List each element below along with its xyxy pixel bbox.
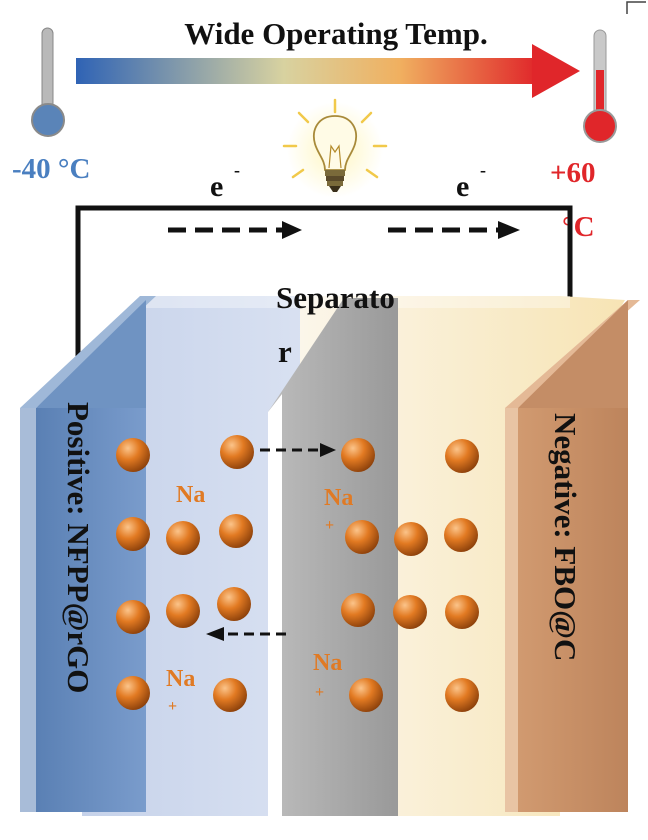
electron-flow-arrow-left — [168, 221, 302, 239]
sodium-ion-label-1: Na — [176, 482, 205, 508]
sodium-ion — [116, 438, 150, 472]
sodium-ion-label-4: Na — [313, 650, 342, 676]
electron-charge-left: - — [234, 160, 240, 180]
separator-label-line1: Separato — [276, 280, 395, 315]
sodium-ion-label-2: Na — [324, 485, 353, 511]
sodium-ion — [394, 522, 428, 556]
thermometer-cold-icon — [31, 27, 65, 137]
sodium-ion — [213, 678, 247, 712]
temperature-arrow — [76, 44, 580, 98]
sodium-ion — [217, 587, 251, 621]
sodium-ion — [116, 676, 150, 710]
negative-electrode-plate — [505, 300, 640, 812]
external-circuit-wire — [75, 205, 573, 358]
sodium-ion-charge-3: + — [168, 698, 177, 715]
sodium-ion-group — [116, 435, 479, 712]
sodium-ion — [345, 520, 379, 554]
ion-flow-arrow-left — [206, 627, 286, 641]
sodium-ion — [220, 435, 254, 469]
negative-electrode-label: Negative: FBO@C — [548, 413, 583, 661]
sodium-ion-charge-4: + — [315, 684, 324, 701]
sodium-ion — [444, 518, 478, 552]
temp-high-label-line2: °C — [562, 211, 595, 243]
sodium-ion — [166, 594, 200, 628]
sodium-ion-charge-2: + — [325, 517, 334, 534]
sodium-ion-label-3: Na — [166, 666, 195, 692]
light-bulb-icon — [282, 98, 388, 198]
electron-flow-arrow-right — [388, 221, 520, 239]
sodium-ion — [445, 439, 479, 473]
separator-label-line2: r — [278, 334, 292, 369]
sodium-ion — [166, 521, 200, 555]
ion-flow-arrow-right — [260, 443, 336, 457]
sodium-ion — [116, 517, 150, 551]
temp-low-label: -40 °C — [12, 153, 90, 185]
sodium-ion — [349, 678, 383, 712]
electron-label-right: e — [456, 170, 469, 203]
sodium-ion — [341, 438, 375, 472]
sodium-ion — [116, 600, 150, 634]
electron-charge-right: - — [480, 160, 486, 180]
positive-electrode-label: Positive: NFPP@rGO — [61, 402, 96, 693]
sodium-ion — [341, 593, 375, 627]
sodium-ion — [445, 678, 479, 712]
electron-label-left: e — [210, 170, 223, 203]
sodium-ion — [445, 595, 479, 629]
diagram-title: Wide Operating Temp. — [184, 16, 487, 51]
sodium-ion — [393, 595, 427, 629]
thermometer-hot-icon — [583, 29, 617, 143]
sodium-ion — [219, 514, 253, 548]
temp-high-label-line1: +60 — [550, 157, 596, 189]
corner-mark — [626, 1, 646, 14]
